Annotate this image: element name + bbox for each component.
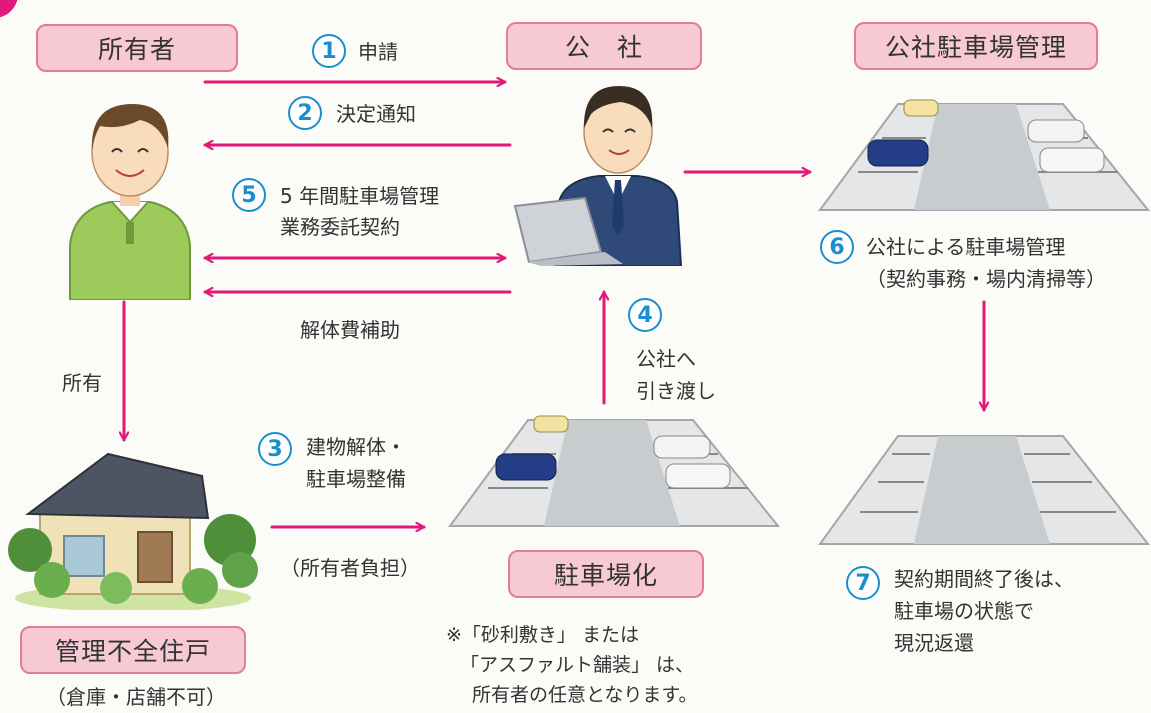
step-7-number: 7 bbox=[846, 566, 880, 600]
step-7-text-line2: 駐車場の状態で bbox=[894, 599, 1034, 623]
step-5-number: 5 bbox=[232, 178, 266, 212]
car-blue bbox=[867, 139, 929, 167]
step-4-text-line2: 引き渡し bbox=[636, 379, 716, 403]
owner-burden-label: （所有者負担） bbox=[280, 556, 420, 580]
car-blue bbox=[495, 453, 557, 481]
step-1-number: 1 bbox=[312, 34, 346, 68]
step-3-number: 3 bbox=[258, 432, 292, 466]
step-2-text: 決定通知 bbox=[336, 102, 416, 126]
step-5-text-line1: 5 年間駐車場管理 bbox=[280, 184, 440, 208]
parking-lot-illustration-top bbox=[818, 99, 1150, 211]
owner-person-illustration bbox=[69, 104, 191, 300]
step-5-text-line2: 業務委託契約 bbox=[280, 215, 400, 239]
note-line2: 「アスファルト舗装」 は、 bbox=[460, 654, 695, 676]
note-line1: ※「砂利敷き」 または bbox=[446, 624, 639, 646]
owner-box: 所有者 bbox=[36, 24, 238, 72]
corporation-person-illustration bbox=[513, 86, 683, 266]
step-6-text-line1: 公社による駐車場管理 bbox=[866, 235, 1066, 259]
step-3-text-line1: 建物解体・ bbox=[306, 435, 406, 459]
parking-conversion-box: 駐車場化 bbox=[508, 550, 704, 598]
empty-parking-lot-illustration bbox=[818, 435, 1150, 545]
step-2-number: 2 bbox=[288, 96, 322, 130]
step-4-number: 4 bbox=[628, 298, 662, 332]
step-6-number: 6 bbox=[820, 230, 854, 264]
step-7-text-line3: 現況返還 bbox=[894, 631, 974, 655]
corp-parking-management-box: 公社駐車場管理 bbox=[854, 22, 1098, 70]
step-6-text-line2: （契約事務・場内清掃等） bbox=[866, 267, 1106, 291]
demolition-subsidy-label: 解体費補助 bbox=[300, 318, 400, 342]
poor-housing-box: 管理不全住戸 bbox=[20, 626, 246, 674]
ownership-label: 所有 bbox=[62, 371, 102, 395]
car-yellow bbox=[903, 99, 939, 117]
step-7-text-line1: 契約期間終了後は、 bbox=[894, 567, 1074, 591]
step-4-text-line1: 公社へ bbox=[636, 347, 696, 371]
neglected-house-illustration bbox=[8, 452, 258, 610]
car-white-2 bbox=[1039, 147, 1105, 173]
car-white-2 bbox=[665, 463, 731, 489]
car-white-1 bbox=[653, 435, 711, 459]
corporation-box: 公 社 bbox=[506, 22, 702, 70]
parking-lot-illustration-middle bbox=[448, 415, 780, 527]
step-3-text-line2: 駐車場整備 bbox=[306, 467, 406, 491]
corner-tab bbox=[0, 0, 18, 18]
step-1-text: 申請 bbox=[358, 40, 398, 64]
note-line3: 所有者の任意となります。 bbox=[472, 684, 698, 706]
car-yellow bbox=[533, 415, 569, 433]
housing-note: （倉庫・店舗不可） bbox=[46, 685, 226, 709]
car-white-1 bbox=[1027, 119, 1085, 143]
